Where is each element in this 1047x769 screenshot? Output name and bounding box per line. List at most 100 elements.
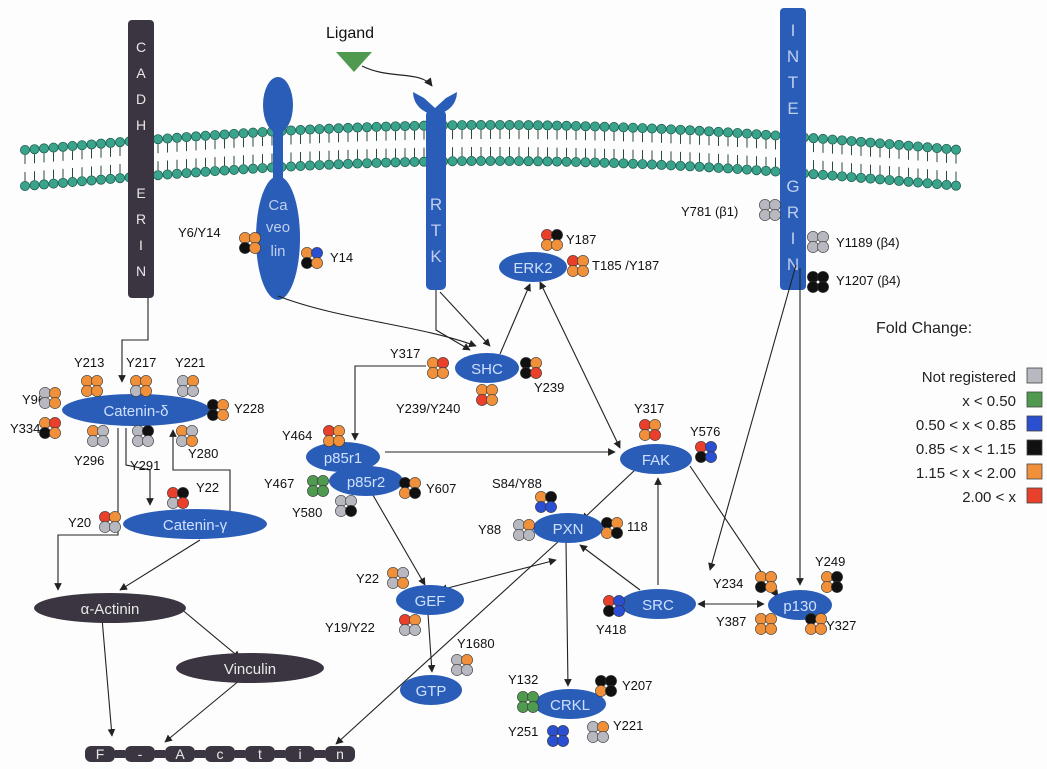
lipid-head [334, 160, 343, 169]
lipid-head [666, 161, 675, 170]
lipid-head [704, 163, 713, 172]
actin-letter: A [175, 746, 185, 762]
lipid-head [96, 175, 105, 184]
lipid-head [182, 168, 191, 177]
quad-circle [317, 475, 328, 486]
quad-circle [167, 497, 178, 508]
lipid-head [657, 124, 666, 133]
quad-circle [577, 255, 588, 266]
quad-circle [769, 209, 780, 220]
quad-circle [520, 357, 531, 368]
lipid-head [486, 120, 495, 129]
lipid-head [514, 156, 523, 165]
quad-circle [49, 427, 60, 438]
legend-swatch [1027, 464, 1042, 479]
lipid-head [476, 120, 485, 129]
quad-circle [765, 571, 776, 582]
lipid-head [847, 172, 856, 181]
phosphosite-quad [759, 199, 780, 220]
lipid-head [828, 135, 837, 144]
lipid-head [856, 173, 865, 182]
quad-circle [307, 485, 318, 496]
integrin-letter: N [787, 255, 799, 274]
quad-circle [177, 487, 188, 498]
svg-text:α-Actinin: α-Actinin [81, 601, 140, 618]
quad-circle [99, 521, 110, 532]
quad-circle [597, 731, 608, 742]
lipid-head [486, 156, 495, 165]
site-label: Y317 [634, 401, 664, 416]
quad-circle [551, 229, 562, 240]
legend-label: Not registered [922, 369, 1016, 386]
lipid-head [248, 128, 257, 137]
quad-circle [535, 501, 546, 512]
lipid-head [524, 121, 533, 130]
lipid-head [847, 136, 856, 145]
caveolin-text: Ca [268, 197, 288, 214]
legend-label: 0.85 < x < 1.15 [916, 441, 1016, 458]
quad-circle [49, 387, 60, 398]
quad-circle [649, 419, 660, 430]
quad-circle [513, 519, 524, 530]
site-label: Y132 [508, 672, 538, 687]
lipid-head [571, 157, 580, 166]
lipid-head [695, 126, 704, 135]
site-label: Y1189 (β4) [836, 235, 900, 250]
svg-text:Catenin-γ: Catenin-γ [163, 517, 228, 534]
quad-circle [132, 425, 143, 436]
phosphosite-quad [603, 595, 624, 616]
quad-circle [207, 409, 218, 420]
lipid-head [562, 121, 571, 130]
pxn-node: PXN [533, 513, 603, 543]
quad-circle [427, 367, 438, 378]
legend-label: 0.50 < x < 0.85 [916, 417, 1016, 434]
phosphosite-quad [821, 571, 842, 592]
phosphosite-quad [167, 487, 188, 508]
cadherin-letter: I [139, 237, 143, 253]
svg-text:ERK2: ERK2 [513, 260, 552, 277]
lipid-head [894, 140, 903, 149]
site-label: Y6/Y14 [178, 225, 221, 240]
lipid-head [505, 156, 514, 165]
lipid-head [761, 130, 770, 139]
lipid-head [761, 166, 770, 175]
lipid-head [514, 120, 523, 129]
lipid-head [714, 163, 723, 172]
lipid-head [742, 129, 751, 138]
lipid-head [153, 171, 162, 180]
lipid-head [324, 124, 333, 133]
caveolin-text: veo [266, 219, 290, 236]
site-label: Y228 [234, 401, 264, 416]
lipid-head [951, 145, 960, 154]
legend-swatch [1027, 392, 1042, 407]
lipid-head [20, 181, 29, 190]
quad-circle [142, 435, 153, 446]
caveolin-receptor: Ca veo lin [256, 77, 300, 300]
lipid-head [343, 123, 352, 132]
site-label: Y334 [10, 421, 40, 436]
lipid-head [296, 125, 305, 134]
cadherin-letter: C [136, 39, 146, 55]
lipid-head [942, 144, 951, 153]
lipid-head [286, 162, 295, 171]
site-label: Y781 (β1) [681, 204, 738, 219]
lipid-head [315, 125, 324, 134]
lipid-head [305, 125, 314, 134]
lipid-head [258, 164, 267, 173]
lipid-head [619, 123, 628, 132]
quad-circle [527, 691, 538, 702]
quad-circle [567, 255, 578, 266]
phosphosite-quad [695, 441, 716, 462]
quad-circle [476, 394, 487, 405]
quad-circle [317, 485, 328, 496]
quad-circle [207, 399, 218, 410]
cadherin-letter: H [136, 117, 146, 133]
phosphosite-quad [639, 419, 660, 440]
quad-circle [807, 241, 818, 252]
lipid-head [923, 179, 932, 188]
phosphosite-quad [520, 357, 541, 378]
site-label: Y291 [130, 458, 160, 473]
lipid-head [172, 133, 181, 142]
quad-circle [547, 735, 558, 746]
site-label: Y467 [264, 476, 294, 491]
